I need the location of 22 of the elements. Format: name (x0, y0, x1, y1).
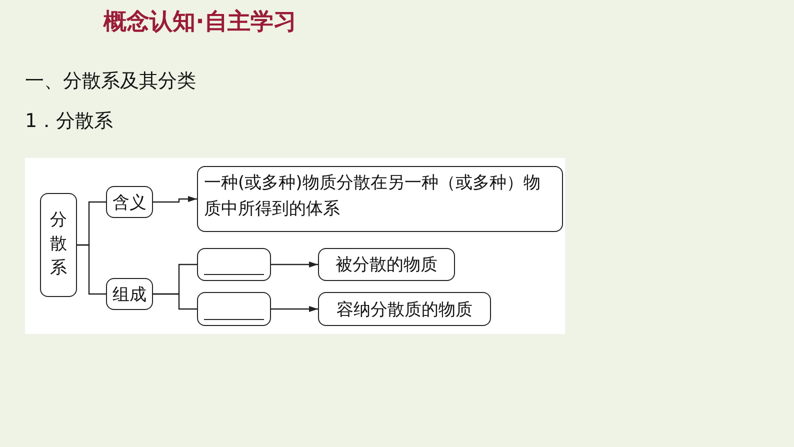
arrow (271, 306, 318, 312)
arrow (153, 196, 197, 203)
blank-box (197, 292, 271, 326)
definition-box (197, 166, 563, 232)
node-text: 一种(或多种)物质分散在另一种（或多种）物质中所得到的体系 (204, 172, 542, 220)
heading-text: 一、分散系及其分类 (25, 69, 196, 94)
concept-box (318, 292, 491, 326)
node-text: 含义 (112, 192, 146, 214)
blank-box (197, 248, 271, 281)
connector-line (77, 244, 106, 295)
concept-box (106, 278, 153, 310)
concept-box (40, 193, 77, 297)
connector-line (153, 293, 197, 310)
node-text: 容纳分散质的物质 (336, 298, 472, 320)
concept-box (106, 186, 153, 218)
node-text: 被分散的物质 (336, 254, 438, 276)
concept-box (318, 248, 455, 281)
section-title: 概念认知·自主学习 (102, 8, 298, 37)
node-text: 分散系 (50, 209, 67, 280)
arrow (271, 262, 318, 268)
heading-text: 1．分散系 (25, 109, 114, 134)
node-text: 组成 (112, 284, 146, 306)
